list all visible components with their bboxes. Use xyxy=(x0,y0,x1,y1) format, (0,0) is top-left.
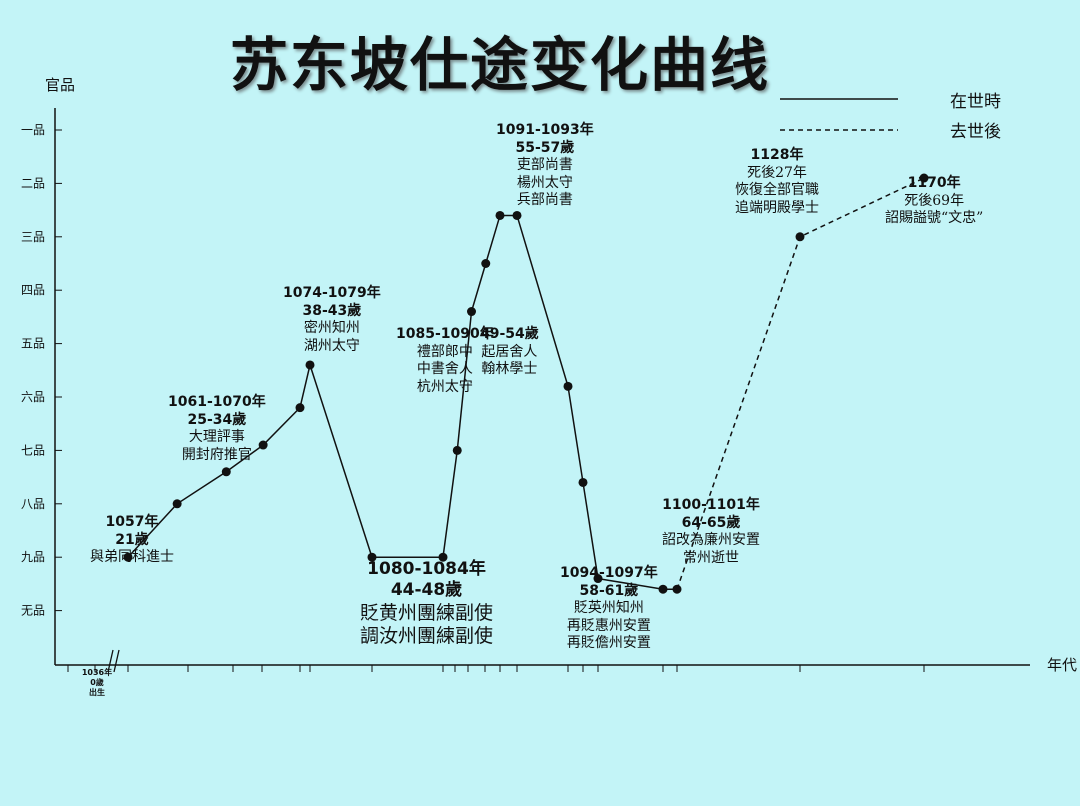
annotation-line: 21歲 xyxy=(115,531,149,548)
legend-label-alive: 在世時 xyxy=(950,92,1001,112)
annotation-line: 與弟同科進士 xyxy=(90,549,174,565)
data-point xyxy=(295,403,305,413)
annotation-line: 55-57歲 xyxy=(515,139,575,156)
annotation-line: 1100-1101年 xyxy=(662,497,760,513)
data-point xyxy=(578,477,588,487)
y-axis-title: 官品 xyxy=(45,76,75,94)
annotation-line: 1085-1090年 xyxy=(396,326,494,342)
annotation-line: 調汝州團練副使 xyxy=(360,625,494,648)
y-tick-label: 七品 xyxy=(21,443,45,457)
annotation-line: 密州知州 xyxy=(303,320,360,336)
data-point xyxy=(123,552,133,562)
y-tick-label: 四品 xyxy=(21,283,45,297)
y-tick-label: 六品 xyxy=(21,390,45,404)
annotation-line: 中書舍人 xyxy=(416,361,473,377)
annotation-line: 貶英州知州 xyxy=(573,600,644,616)
annotation-line: 1061-1070年 xyxy=(168,394,266,410)
data-point xyxy=(438,552,448,562)
data-point xyxy=(221,467,231,477)
annotation-line: 58-61歲 xyxy=(579,582,639,599)
axis-break-mark xyxy=(113,649,120,673)
annotation-line: 恢復全部官職 xyxy=(735,182,819,198)
data-point xyxy=(452,445,462,455)
data-point xyxy=(563,381,573,391)
annotation-line: 1128年 xyxy=(750,147,804,163)
annotation-1128: 1128年死後27年恢復全部官職追端明殿學士 xyxy=(735,147,819,217)
data-point xyxy=(305,360,315,370)
annotation-line: 貶黄州團練副使 xyxy=(360,601,494,624)
data-point xyxy=(467,307,476,317)
annotation-line: 1057年 xyxy=(105,514,159,530)
annotation-line: 再貶儋州安置 xyxy=(566,635,651,651)
y-tick-label: 一品 xyxy=(21,123,45,137)
annotation-line: 起居舍人 xyxy=(481,343,538,360)
annotation-line: 1074-1079年 xyxy=(283,285,381,301)
annotation-line: 1170年 xyxy=(907,175,961,191)
annotation-1170: 1170年死後69年詔賜謚號“文忠” xyxy=(885,175,983,228)
x-start-label: 出生 xyxy=(89,687,105,697)
annotation-line: 38-43歲 xyxy=(302,302,362,319)
data-point xyxy=(258,440,268,450)
annotation-line: 1080-1084年 xyxy=(367,559,486,579)
annotation-line: 1094-1097年 xyxy=(560,565,658,581)
annotation-line: 常州逝世 xyxy=(683,549,739,566)
annotation-line: 44-48歲 xyxy=(390,580,463,601)
data-point xyxy=(481,259,491,268)
y-tick-label: 三品 xyxy=(21,230,45,244)
annotation-line: 1091-1093年 xyxy=(496,122,594,138)
annotation-line: 追端明殿學士 xyxy=(735,199,819,216)
y-tick-label: 二品 xyxy=(21,176,45,190)
y-tick-label: 九品 xyxy=(21,550,45,564)
data-point xyxy=(658,584,668,594)
data-point xyxy=(495,210,505,220)
data-point xyxy=(367,552,377,562)
annotation-line: 49-54歲 xyxy=(480,326,539,342)
annotation-line: 湖州太守 xyxy=(303,337,360,354)
annotation-line: 大理評事 xyxy=(188,429,245,445)
annotation-line: 詔改為廉州安置 xyxy=(662,532,760,548)
y-tick-label: 五品 xyxy=(21,337,45,351)
annotation-line: 楊州太守 xyxy=(516,174,573,191)
annotation-line: 25-34歲 xyxy=(187,411,247,428)
annotation-4954: 49-54歲起居舍人翰林學士 xyxy=(480,326,539,379)
y-tick-label: 八品 xyxy=(21,497,45,511)
career-series-line xyxy=(127,214,677,590)
annotation-line: 翰林學士 xyxy=(481,361,538,377)
data-point xyxy=(919,173,929,183)
y-tick-label: 无品 xyxy=(21,604,45,618)
annotation-line: 杭州太守 xyxy=(416,378,473,395)
annotation-line: 再貶惠州安置 xyxy=(566,617,651,634)
annotation-line: 死後27年 xyxy=(747,164,807,181)
data-point xyxy=(795,232,805,242)
legend-label-posthumous: 去世後 xyxy=(950,122,1001,142)
annotation-line: 兵部尚書 xyxy=(516,192,573,208)
x-axis-title: 年代 xyxy=(1047,656,1077,674)
x-start-label: 1036年 xyxy=(82,667,112,677)
annotation-line: 吏部尚書 xyxy=(516,157,573,173)
axis-break-mark xyxy=(107,649,114,673)
chart-title: 苏东坡仕途变化曲线 xyxy=(230,31,771,99)
data-point xyxy=(172,499,182,509)
annotation-line: 64-65歲 xyxy=(681,514,741,531)
annotation-line: 禮部郎中 xyxy=(416,343,473,360)
data-point xyxy=(593,574,603,584)
data-point xyxy=(512,210,522,220)
annotation-line: 死後69年 xyxy=(904,192,965,209)
annotation-line: 詔賜謚號“文忠” xyxy=(885,210,984,226)
annotation-1085: 1085-1090年禮部郎中中書舍人杭州太守 xyxy=(396,326,494,396)
x-start-label: 0歲 xyxy=(90,677,104,687)
annotation-line: 開封府推官 xyxy=(181,446,252,463)
